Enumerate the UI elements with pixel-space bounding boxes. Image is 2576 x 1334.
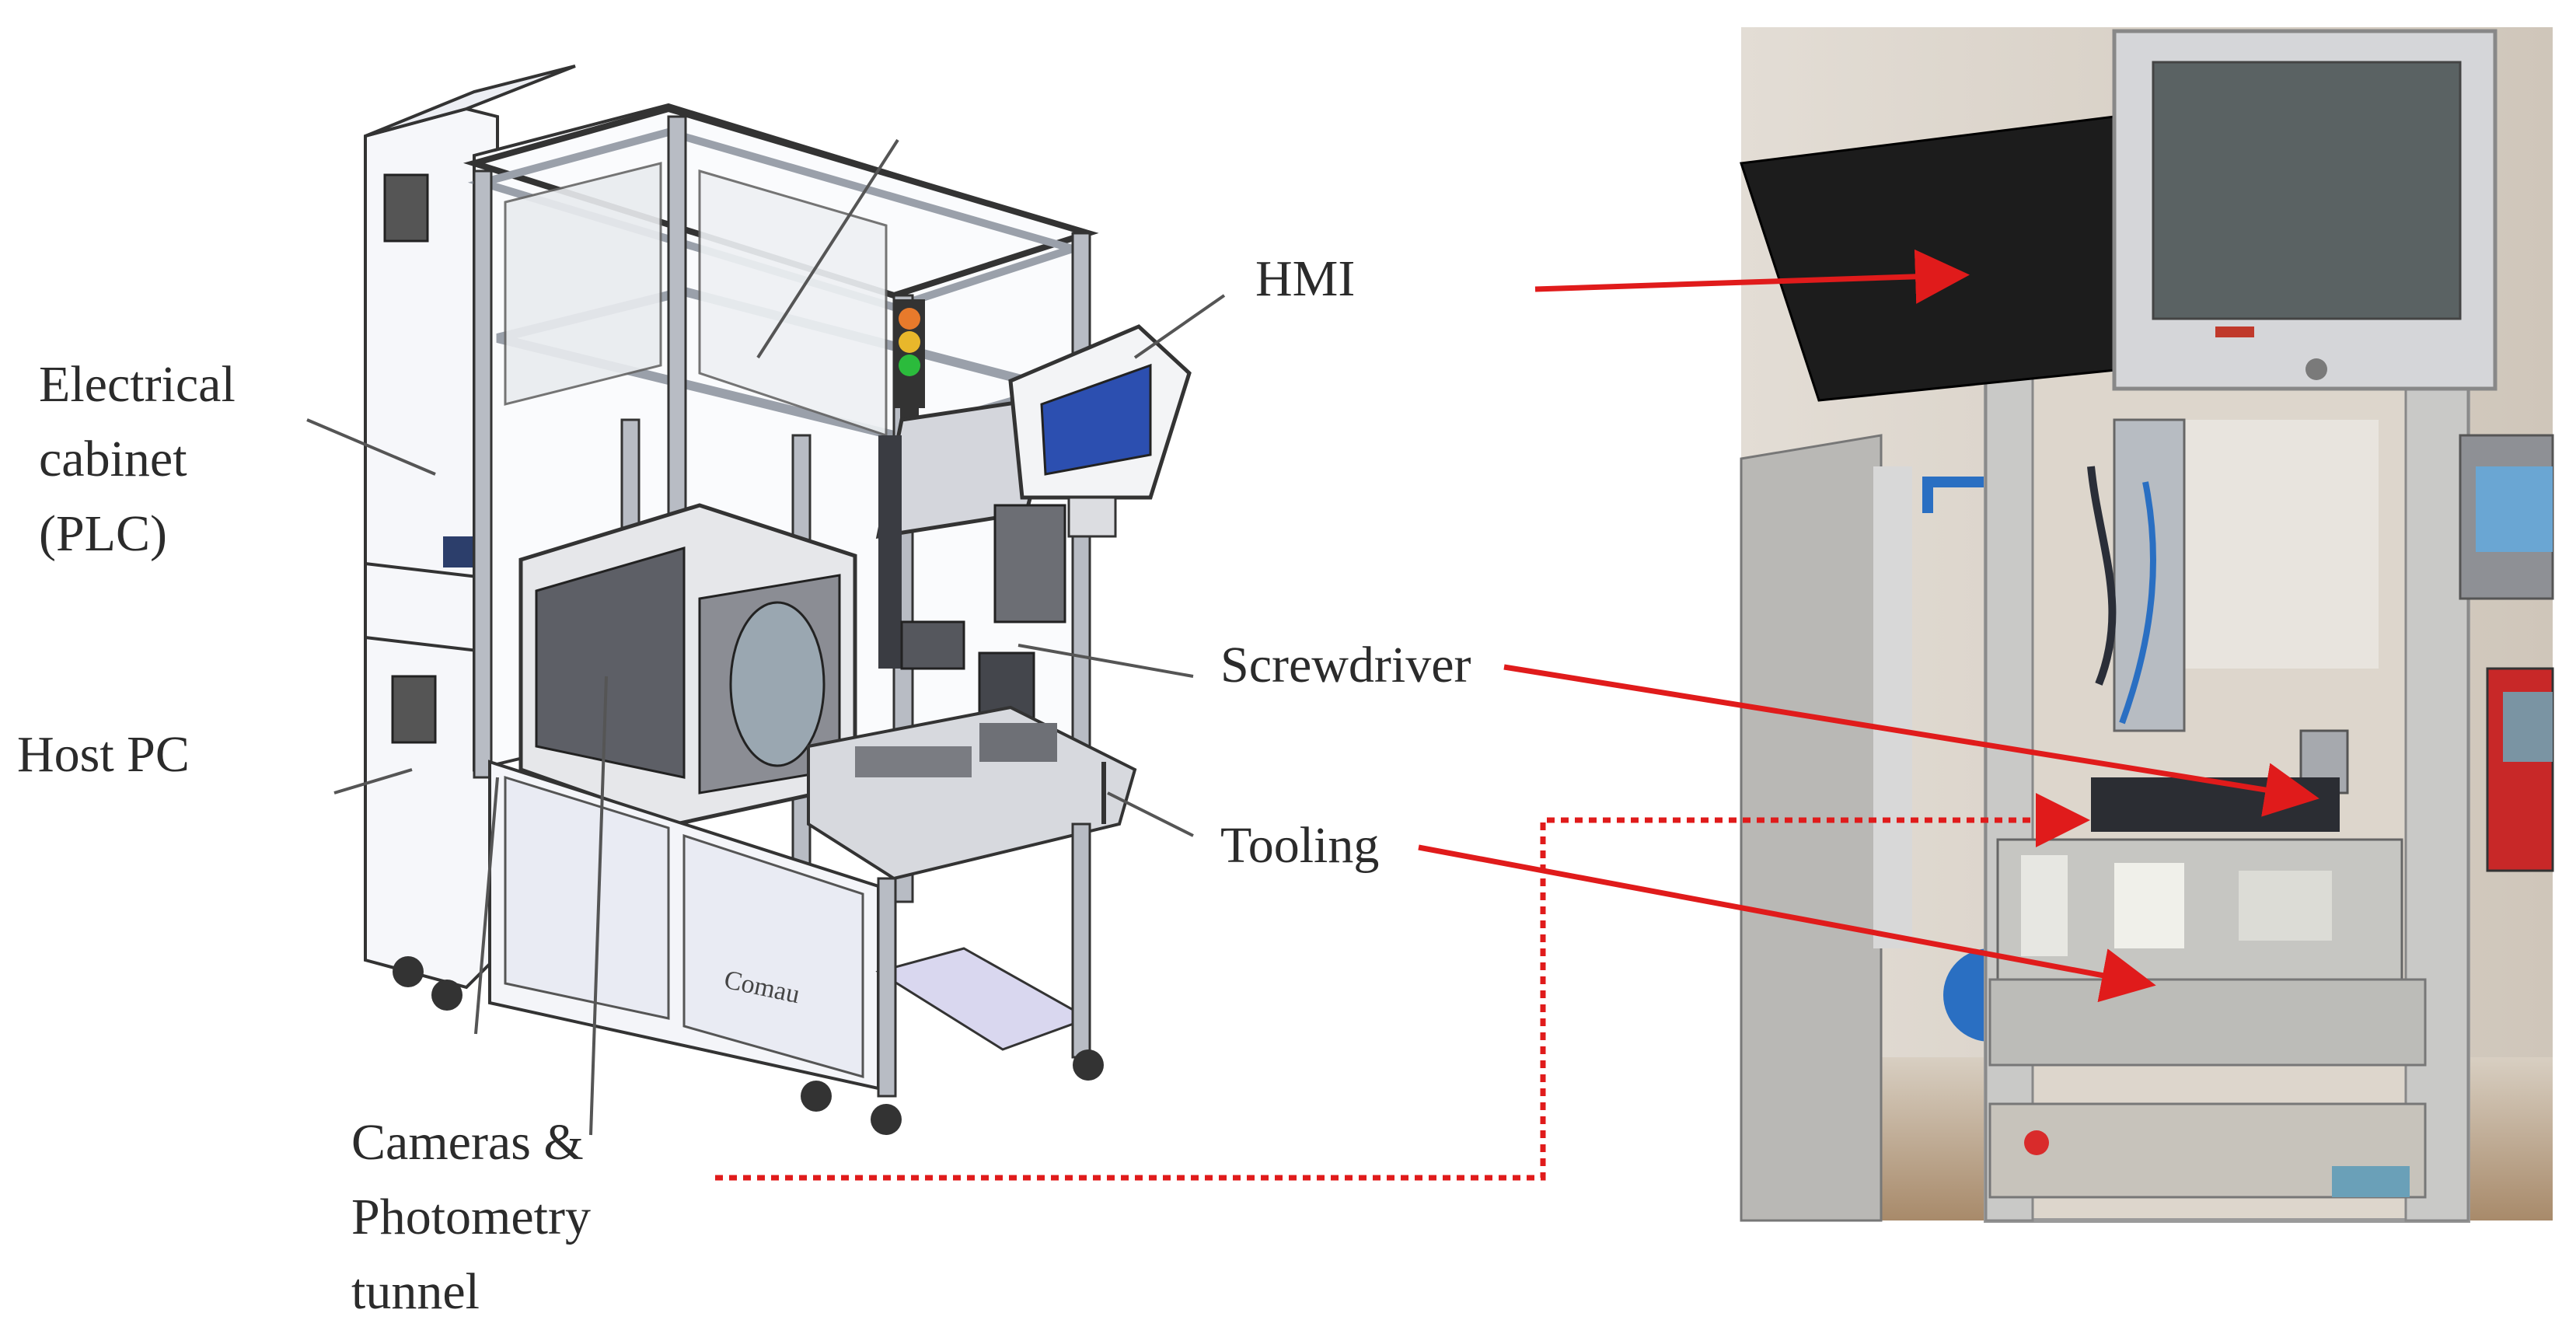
label-cameras-line2: Photometry (351, 1189, 591, 1245)
label-hmi: HMI (1255, 242, 1355, 316)
cabinet-vent (383, 173, 429, 243)
label-host-pc: Host PC (17, 718, 190, 792)
arrow-tooling (1418, 844, 2156, 1003)
cabinet-connector (443, 536, 474, 567)
leader-line-cameras (589, 676, 608, 1136)
leader-lines (306, 138, 1226, 1136)
label-cameras-photometry: Cameras & Photometry tunnel (351, 1105, 591, 1329)
label-electrical-cabinet-line2: cabinet (39, 431, 187, 487)
leader-line-tooling (1107, 791, 1194, 837)
arrow-hmi (1534, 249, 1970, 304)
leader-line-cameras-2 (474, 777, 499, 1035)
label-electrical-cabinet: Electrical cabinet (PLC) (39, 347, 236, 571)
cad-render: Comau (364, 65, 1192, 1135)
label-cameras-line3: tunnel (351, 1263, 480, 1320)
station-photo (1740, 27, 2554, 1223)
photo-hmi-black-panel (1740, 115, 2162, 402)
leader-line-host-pc (333, 768, 413, 794)
red-arrows (715, 249, 2319, 1181)
label-screwdriver: Screwdriver (1220, 628, 1471, 703)
leader-line-screwdriver (1017, 644, 1194, 678)
label-hmi-text: HMI (1255, 250, 1356, 307)
label-electrical-cabinet-line1: Electrical (39, 356, 236, 413)
label-host-pc-text: Host PC (17, 726, 190, 783)
label-electrical-cabinet-line3: (PLC) (39, 505, 167, 562)
label-tooling-text: Tooling (1220, 817, 1380, 874)
arrow-screwdriver (1503, 664, 2319, 817)
leader-line-electrical-cabinet (306, 418, 436, 476)
label-screwdriver-text: Screwdriver (1220, 637, 1471, 693)
cabinet-vent (391, 675, 437, 744)
label-cameras-line1: Cameras & (351, 1114, 584, 1171)
leader-line-hmi (1133, 294, 1226, 359)
label-tooling: Tooling (1220, 808, 1379, 883)
leader-line-top (756, 138, 899, 359)
